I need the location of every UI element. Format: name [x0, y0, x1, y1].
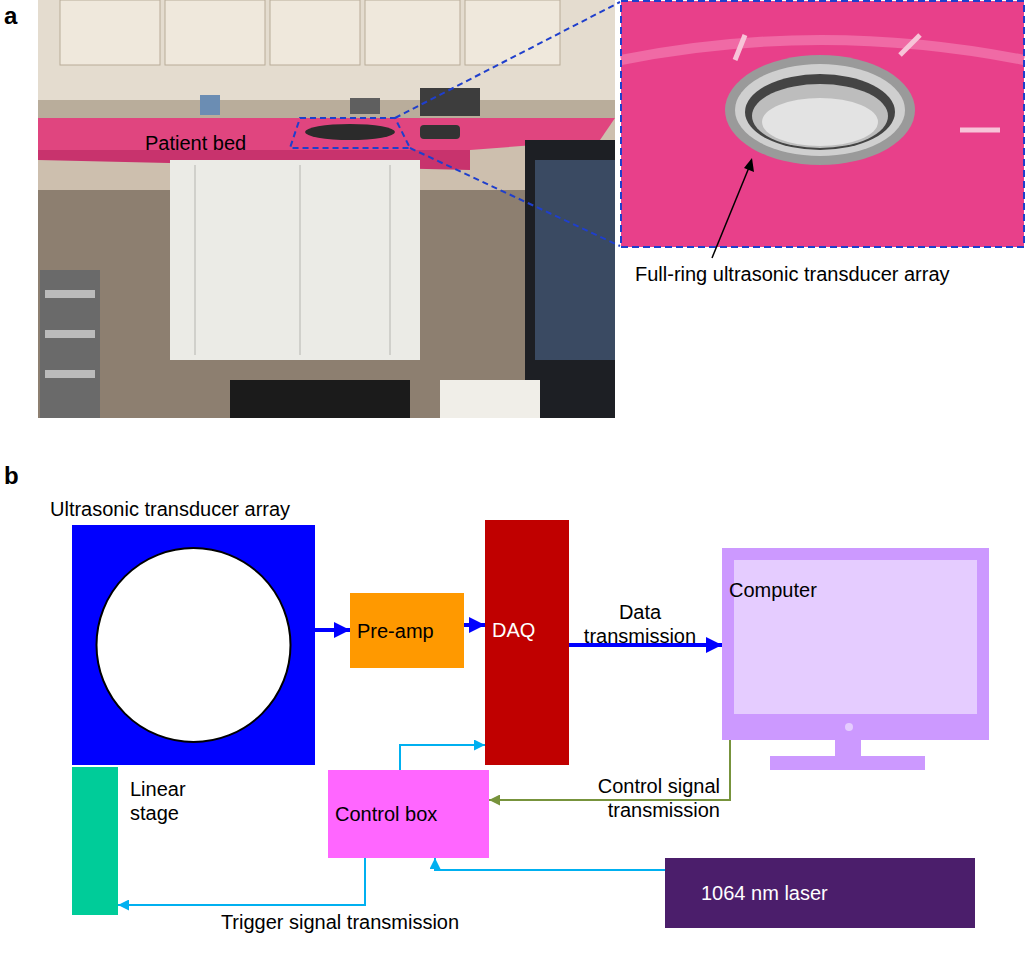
laser-box: 1064 nm laser — [665, 858, 975, 928]
panel-letter: b — [4, 462, 19, 491]
callout-label: Full-ring ultrasonic transducer array — [632, 262, 953, 286]
signal-connector — [435, 858, 665, 870]
signal-connector — [464, 623, 485, 627]
node-text: 1064 nm laser — [701, 881, 828, 905]
linear-stage: Linear stage — [72, 767, 118, 915]
ring-aperture — [72, 525, 315, 765]
panel-letter: a — [4, 2, 17, 31]
edge-label: Trigger signal transmission — [180, 910, 500, 934]
power-dot — [845, 723, 853, 731]
daq-box: DAQ — [485, 520, 569, 765]
control-box: Control box — [328, 770, 489, 858]
signal-connector — [118, 858, 365, 905]
transducer-array: Ultrasonic transducer array — [72, 525, 315, 765]
node-text: Control box — [335, 802, 437, 826]
signal-connector — [400, 745, 485, 770]
node-text: Linear stage — [130, 777, 200, 825]
node-text: Pre-amp — [357, 619, 434, 643]
node-text: Ultrasonic transducer array — [50, 497, 290, 521]
signal-connector — [315, 628, 350, 632]
edge-label: Control signal transmission — [545, 774, 720, 822]
node-text: DAQ — [492, 618, 535, 642]
part-label: Patient bed — [145, 131, 246, 155]
preamp-box: Pre-amp — [350, 593, 464, 668]
edge-label: Data transmission — [565, 600, 715, 648]
computer-monitor: Computer — [722, 548, 989, 740]
node-text: Computer — [729, 578, 817, 602]
